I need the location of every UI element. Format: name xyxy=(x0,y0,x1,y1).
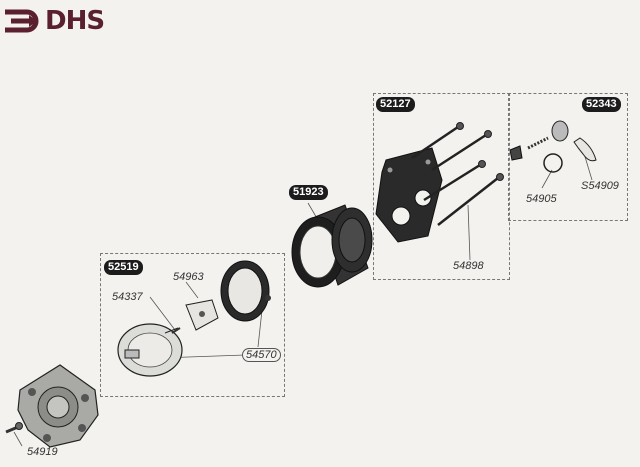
pump-housing xyxy=(17,364,99,448)
kit-badge-51923: 51923 xyxy=(289,185,328,200)
part-label-54570: 54570 xyxy=(242,348,281,362)
kit-box-52343 xyxy=(508,93,628,221)
part-label-54905: 54905 xyxy=(526,193,557,205)
kit-box-52127 xyxy=(373,93,510,280)
valve-assembly xyxy=(117,323,183,377)
kit-box-52519 xyxy=(100,253,285,397)
part-label-54963: 54963 xyxy=(173,271,204,283)
diaphragm-54570 xyxy=(220,260,271,322)
brand-name: DHS xyxy=(45,6,105,36)
kit-badge-52343: 52343 xyxy=(582,97,621,112)
cylinder-51923 xyxy=(291,204,373,288)
dhs-arrow-icon xyxy=(5,9,39,33)
kit-badge-52127: 52127 xyxy=(376,97,415,112)
part-label-54919: 54919 xyxy=(27,446,58,458)
part-label-S54909: S54909 xyxy=(581,180,619,192)
screw-54919 xyxy=(5,422,23,434)
kit-badge-52519: 52519 xyxy=(104,260,143,275)
brand-logo: DHS xyxy=(3,5,105,37)
washer-54963 xyxy=(171,299,219,334)
part-label-54337: 54337 xyxy=(112,291,143,303)
valve-kit-parts xyxy=(509,120,597,173)
part-label-54898: 54898 xyxy=(453,260,484,272)
cover-plate xyxy=(375,147,443,243)
bolts-54898 xyxy=(411,125,499,226)
